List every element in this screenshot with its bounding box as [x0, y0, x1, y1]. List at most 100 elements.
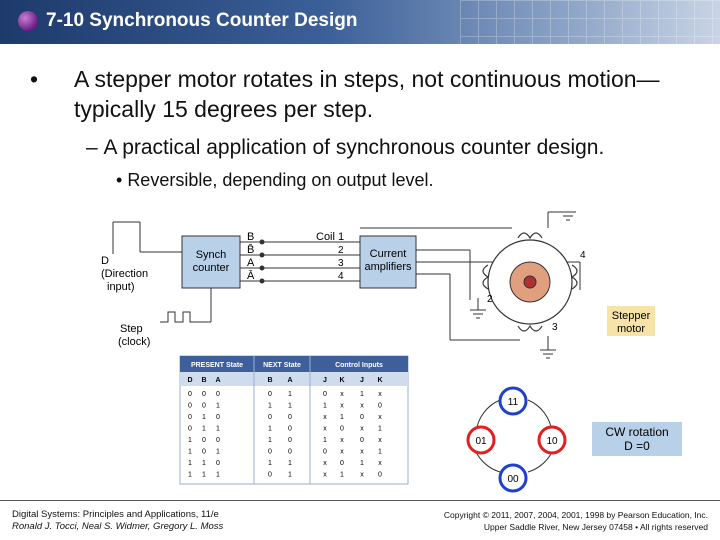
table-subheader: J	[360, 377, 364, 384]
footer-left: Digital Systems: Principles and Applicat…	[12, 509, 223, 533]
footer-rights: Upper Saddle River, New Jersey 07458 • A…	[483, 522, 708, 532]
table-cell: 1	[268, 460, 272, 467]
table-cell: 0	[268, 472, 272, 479]
table-cell: 0	[268, 414, 272, 421]
synch-counter-label-2: counter	[193, 262, 230, 274]
stepper-label-1: Stepper	[612, 310, 651, 322]
state-table: PRESENT State NEXT State Control Inputs …	[179, 355, 409, 485]
bullet-dot-icon: •	[30, 66, 39, 92]
table-cell: 0	[268, 449, 272, 456]
table-cell: 1	[323, 437, 327, 444]
table-cell: 1	[288, 403, 292, 410]
table-cell: 1	[360, 391, 364, 398]
output-A-label: A	[247, 257, 255, 269]
table-cell: 1	[340, 472, 344, 479]
table-cell: 1	[268, 403, 272, 410]
table-cell: x	[360, 426, 364, 433]
table-cell: 1	[216, 426, 220, 433]
table-cell: x	[360, 449, 364, 456]
table-cell: 1	[202, 426, 206, 433]
direction-label-2: (Direction	[101, 268, 148, 280]
amplifier-label-2: amplifiers	[364, 261, 412, 273]
wire-number-3: 3	[338, 258, 344, 269]
table-cell: x	[323, 460, 327, 467]
coil-number-3: 3	[552, 322, 558, 333]
direction-label-3: input)	[107, 281, 135, 293]
table-header-control: Control Inputs	[335, 362, 383, 369]
bullet-level3: • Reversible, depending on output level.	[116, 170, 434, 191]
stepper-label-2: motor	[617, 323, 645, 335]
slide-title: 7-10 Synchronous Counter Design	[46, 10, 358, 31]
table-cell: 0	[288, 426, 292, 433]
footer-copyright: Copyright © 2011, 2007, 2004, 2001, 1998…	[443, 510, 708, 520]
state-11	[498, 386, 528, 416]
table-cell: 0	[188, 403, 192, 410]
table-cell: 1	[188, 449, 192, 456]
table-cell: x	[378, 460, 382, 467]
stepper-motor-label-box	[607, 306, 655, 336]
output-Bbar-label: B̄	[247, 243, 254, 256]
table-cell: x	[340, 391, 344, 398]
table-cell: x	[360, 472, 364, 479]
table-cell: 0	[360, 437, 364, 444]
table-cell: 0	[360, 414, 364, 421]
table-cell: x	[360, 403, 364, 410]
step-label-2: (clock)	[118, 336, 150, 348]
ground-icon-left	[470, 298, 486, 319]
table-cell: x	[323, 472, 327, 479]
table-cell: 1	[340, 414, 344, 421]
footer-book-title: Digital Systems: Principles and Applicat…	[12, 509, 219, 520]
bullet-text: A stepper motor rotates in steps, not co…	[74, 66, 660, 122]
table-subheader: J	[323, 377, 327, 384]
synch-counter-label-1: Synch	[196, 249, 227, 261]
table-subheader: A	[287, 377, 292, 384]
state-00	[498, 463, 528, 493]
table-cell: 1	[202, 460, 206, 467]
table-cell: 0	[216, 391, 220, 398]
footer-divider	[0, 500, 720, 501]
bullet-level2: – A practical application of synchronous…	[86, 136, 604, 160]
title-bar: 7-10 Synchronous Counter Design	[0, 0, 720, 44]
table-subheader: B	[201, 377, 206, 384]
table-subheader: K	[339, 377, 344, 384]
output-Abar-label: Ā	[247, 270, 255, 282]
table-cell: 0	[288, 449, 292, 456]
output-B-label: B	[247, 231, 254, 243]
table-cell: x	[340, 403, 344, 410]
state-10	[537, 425, 567, 455]
table-subheader: K	[377, 377, 382, 384]
svg-text:01: 01	[475, 436, 487, 447]
bullet-text: Reversible, depending on output level.	[127, 170, 434, 190]
direction-label-1: D	[101, 255, 109, 267]
table-cell: 0	[288, 414, 292, 421]
step-label-1: Step	[120, 323, 143, 335]
coil-number-4: 4	[580, 250, 586, 261]
table-cell: x	[323, 414, 327, 421]
cw-rotation-label-2: D =0	[624, 439, 650, 453]
table-cell: 1	[188, 472, 192, 479]
table-cell: 1	[188, 460, 192, 467]
table-cell: x	[323, 426, 327, 433]
wire-number-2: 2	[338, 245, 344, 256]
table-cell: 1	[268, 437, 272, 444]
table-subheader: D	[187, 377, 192, 384]
cw-rotation-box	[592, 422, 682, 456]
table-cell: 0	[202, 391, 206, 398]
table-cell: 1	[360, 460, 364, 467]
table-cell: 0	[216, 437, 220, 444]
table-cell: 1	[216, 403, 220, 410]
table-cell: 1	[323, 403, 327, 410]
table-cell: 1	[288, 391, 292, 398]
table-cell: 0	[188, 414, 192, 421]
bullet-dot-icon: •	[116, 170, 128, 190]
ground-icon-top	[547, 211, 576, 228]
table-cell: 1	[378, 449, 382, 456]
table-cell: 0	[202, 403, 206, 410]
table-cell: 1	[202, 414, 206, 421]
table-cell: 0	[188, 391, 192, 398]
table-subheader: B	[267, 377, 272, 384]
table-cell: 0	[378, 472, 382, 479]
table-cell: 0	[216, 414, 220, 421]
wire-number-4: 4	[338, 271, 344, 282]
svg-text:11: 11	[508, 397, 519, 408]
